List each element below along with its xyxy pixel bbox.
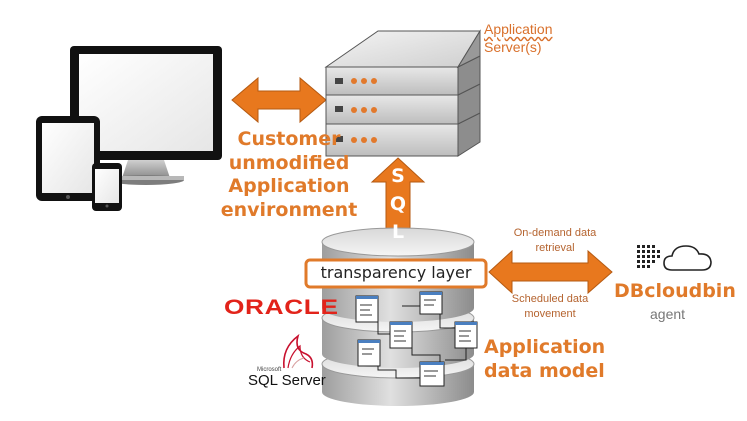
monitor-icon: [70, 46, 222, 185]
application-server-label-line1: Application: [484, 21, 553, 37]
transparency-layer-box: [304, 258, 488, 289]
tablet-icon: [36, 116, 100, 201]
customer-environment-label: Customer unmodified Application environm…: [219, 128, 359, 222]
dbcloudbin-agent-label: agent: [650, 306, 686, 322]
db-cloud-arrow-icon: [488, 249, 613, 295]
oracle-logo: ORACLE: [224, 296, 339, 319]
on-demand-label: On-demand data retrieval: [500, 226, 610, 256]
scheduled-label: Scheduled data movement: [500, 292, 600, 322]
scheduled-line2: movement: [524, 308, 576, 320]
data-model-tables-icon: [355, 291, 478, 387]
on-demand-line1: On-demand data: [513, 227, 597, 239]
app-data-model-line1: Application: [484, 336, 606, 358]
sql-server-logo: SQL Server: [248, 372, 326, 389]
phone-icon: [92, 163, 122, 211]
sql-letter-s: S: [391, 165, 405, 187]
dbcloudbin-logo-icon: [637, 245, 712, 271]
client-server-arrow-icon: [231, 76, 327, 124]
app-data-model-line2: data model: [484, 359, 605, 382]
sql-letter-l: L: [391, 221, 405, 243]
customer-env-line3: Application: [228, 175, 350, 197]
sql-letter-q: Q: [389, 193, 407, 215]
sql-label: S Q L: [388, 162, 408, 246]
customer-env-line2: unmodified: [228, 151, 350, 174]
application-server-label-line2: Server(s): [484, 39, 542, 55]
application-data-model-label: Application data model: [484, 336, 605, 383]
scheduled-line1: Scheduled data: [511, 293, 589, 305]
transparency-layer-label: transparency layer: [320, 263, 472, 282]
application-server-label: Application Server(s): [484, 20, 553, 56]
sql-server-swirl-icon: [282, 333, 314, 369]
customer-env-line1: Customer: [237, 128, 341, 150]
client-devices-icon: [36, 46, 222, 211]
customer-env-line4: environment: [220, 198, 358, 221]
application-server-icon: [324, 29, 481, 157]
on-demand-line2: retrieval: [535, 242, 575, 254]
dbcloudbin-name: DBcloudbin: [614, 280, 736, 302]
microsoft-small-label: Microsoft: [257, 367, 282, 373]
database-icon: [321, 227, 475, 406]
